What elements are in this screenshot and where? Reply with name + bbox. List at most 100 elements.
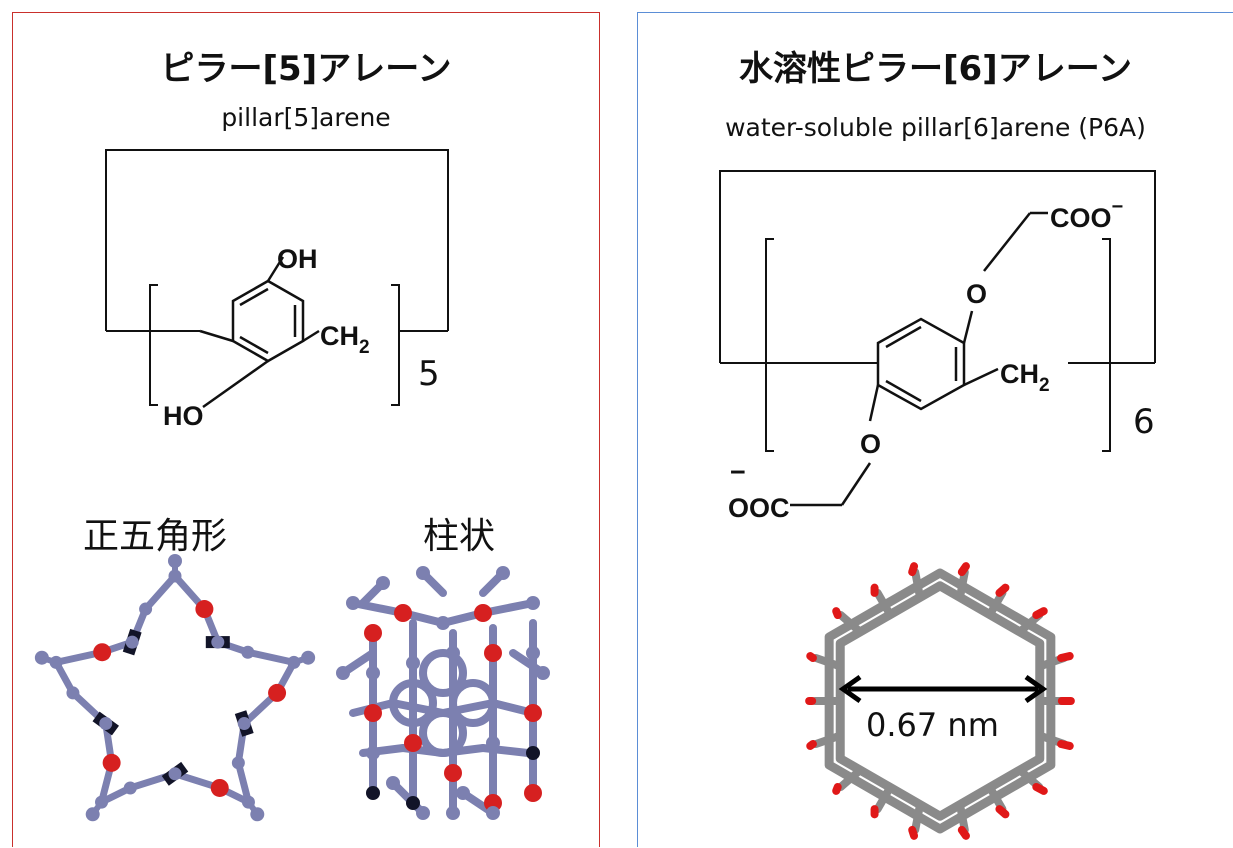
carbon-atom	[486, 806, 500, 820]
oxygen-stick	[1032, 782, 1048, 795]
carbon-atom	[231, 756, 245, 770]
p6a-hexagon-model: 0.67 nm	[805, 562, 1075, 840]
carbon-atom	[366, 786, 380, 800]
hexagon-edge	[835, 581, 1045, 821]
ring	[449, 679, 497, 727]
substituent-stick	[811, 654, 843, 670]
ring	[389, 679, 437, 727]
oxygen-atom	[394, 604, 412, 622]
carbon-atom	[446, 806, 460, 820]
oxygen-atom	[484, 794, 502, 812]
oxygen-stick	[908, 562, 919, 577]
carbon-atom	[366, 666, 380, 680]
oxygen-stick	[957, 562, 970, 577]
oxygen-atom	[444, 764, 462, 782]
carbon-atom	[526, 646, 540, 660]
hexagon-stick-model	[805, 562, 1075, 840]
substituent-stick	[873, 784, 894, 814]
oxygen-atom	[404, 734, 422, 752]
carbon-atom	[526, 746, 540, 760]
carbon-atom	[139, 602, 153, 616]
carbon-atom	[95, 795, 109, 809]
ooc-charge: −	[730, 457, 746, 487]
bond	[142, 572, 179, 613]
oxygen-atom	[93, 643, 112, 662]
carbon-atom	[237, 717, 251, 730]
substituent-stick	[836, 611, 863, 635]
oxygen-stick	[806, 652, 817, 663]
carbon-atom	[99, 717, 113, 730]
substituent-stick	[911, 802, 924, 834]
carbon-atom	[168, 569, 182, 583]
pentagon-caption: 正五角形	[83, 516, 228, 557]
column-caption: 柱状	[423, 516, 496, 557]
ooc-label: OOC	[728, 493, 790, 523]
carbon-atom	[406, 796, 420, 810]
oxygen-atom	[268, 683, 287, 702]
coo-label: COO−	[1050, 196, 1123, 233]
p6a-panel: 水溶性ピラー[6]アレーン water-soluble pillar[6]are…	[637, 12, 1233, 847]
oxygen-stick	[832, 607, 842, 620]
carbon-atom	[526, 596, 540, 610]
oxygen-atom	[524, 704, 542, 722]
carbon-atom	[456, 786, 470, 800]
oxygen-atom	[210, 778, 229, 797]
ho-label: HO	[163, 401, 204, 431]
bond	[389, 779, 427, 817]
substituent-stick	[836, 767, 863, 791]
panel-title: 水溶性ピラー[6]アレーン	[738, 49, 1133, 89]
carbon-atom	[406, 656, 420, 670]
carbon-atom	[123, 781, 137, 795]
oxygen-atom	[364, 624, 382, 642]
oxygen-atom	[484, 644, 502, 662]
carbon-atom	[416, 566, 430, 580]
ring	[419, 649, 467, 697]
carbon-atom	[301, 650, 316, 665]
p6a-structure: COO− O CH2 O − OOC 6	[719, 170, 1156, 523]
ch2-label: CH2	[1000, 359, 1050, 396]
substituent-stick	[911, 568, 924, 600]
oxygen-stick	[806, 739, 817, 750]
carbon-atom	[49, 655, 63, 669]
carbon-atom	[336, 666, 350, 680]
o-bottom-label: O	[860, 429, 881, 459]
carbon-atom	[211, 635, 225, 649]
ring	[419, 709, 467, 757]
diameter-label: 0.67 nm	[866, 706, 999, 744]
panel-subtitle: pillar[5]arene	[221, 103, 391, 132]
hexagon-edge	[824, 568, 1056, 834]
ch2-label: CH2	[320, 321, 370, 358]
carbon-atom	[496, 566, 510, 580]
column-model	[336, 566, 550, 820]
substituent-stick	[811, 732, 843, 748]
carbon-atom	[250, 807, 265, 822]
panel-title: ピラー[5]アレーン	[160, 49, 452, 89]
carbon-atom	[536, 666, 550, 680]
carbon-atom	[66, 686, 80, 700]
carbon-atom	[436, 616, 450, 630]
oxygen-stick	[908, 825, 919, 840]
bond	[244, 648, 298, 666]
oxygen-atom	[102, 753, 121, 772]
carbon-atom	[376, 576, 390, 590]
panel-subtitle: water-soluble pillar[6]arene (P6A)	[725, 113, 1146, 142]
carbon-atom	[168, 554, 182, 568]
carbon-atom	[241, 795, 255, 809]
oxygen-atom	[524, 784, 542, 802]
repeat-count: 6	[1133, 402, 1155, 442]
carbon-atom	[486, 736, 500, 750]
substituent-stick	[956, 802, 969, 834]
substituent-stick	[873, 588, 894, 618]
carbon-atom	[366, 746, 380, 760]
carbon-atom	[85, 807, 100, 822]
carbon-atom	[168, 767, 182, 781]
oxygen-stick	[1032, 607, 1048, 620]
carbon-atom	[125, 635, 139, 649]
bond	[234, 759, 252, 806]
pillar5arene-structure: OH HO CH2 5	[105, 149, 449, 431]
oxygen-atom	[474, 604, 492, 622]
substituent-stick	[956, 568, 969, 600]
pentagon-model	[34, 554, 316, 822]
repeat-count: 5	[418, 354, 440, 394]
oxygen-atom	[195, 600, 214, 619]
